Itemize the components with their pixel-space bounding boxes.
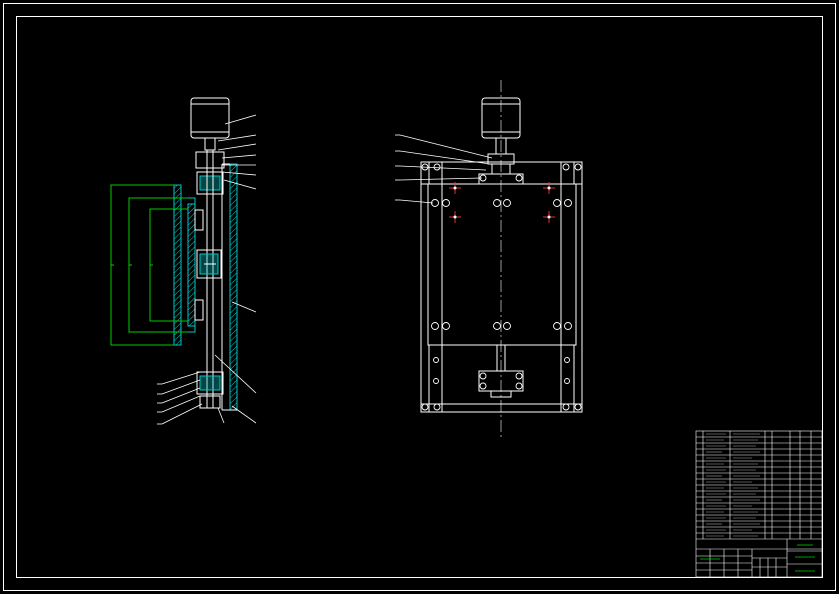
side-leaders-lower: [157, 371, 203, 425]
side-nut-block: [196, 249, 222, 279]
side-frame-plate: [229, 163, 238, 411]
parts-list-text-stubs: [706, 433, 760, 537]
front-bolts: [421, 163, 582, 411]
front-frame: [420, 161, 583, 413]
front-view: [395, 80, 583, 438]
front-red-holes: [449, 182, 555, 223]
outer-border: [3, 3, 836, 591]
side-gripper-outline: [110, 184, 188, 346]
front-main-plate: [427, 183, 577, 346]
side-view: [110, 97, 257, 425]
title-green-stubs: [700, 544, 815, 572]
title-block: [695, 430, 823, 578]
side-leaders-upper: [214, 114, 257, 424]
inner-border: [16, 16, 823, 578]
front-leaders: [395, 134, 493, 204]
parts-list-grid: [696, 431, 822, 540]
title-area-grid: [696, 539, 822, 577]
